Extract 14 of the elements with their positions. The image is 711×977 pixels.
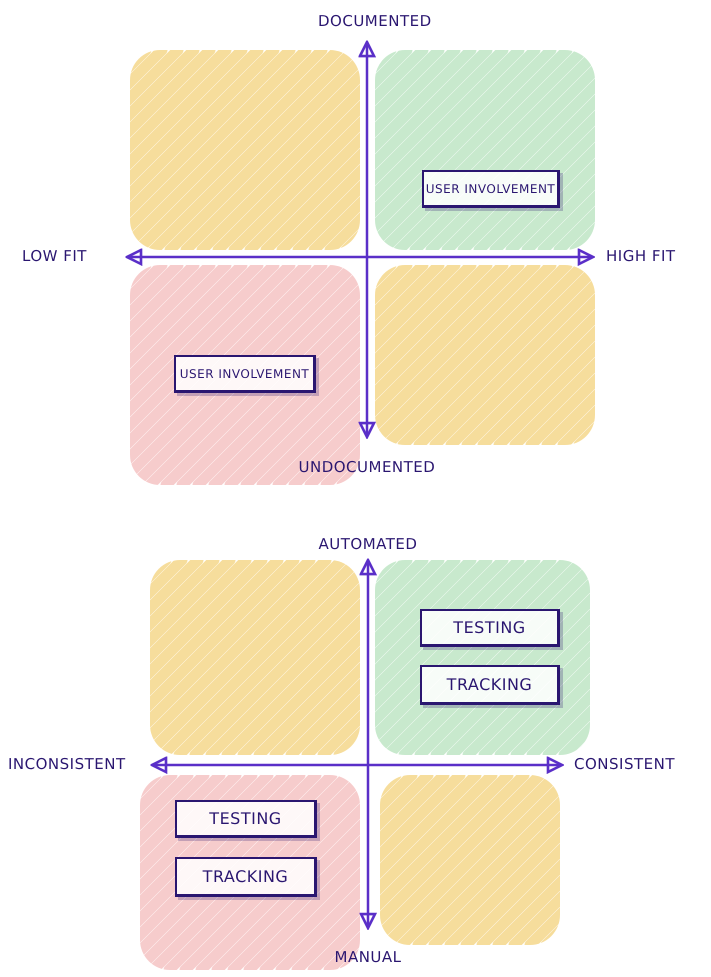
axis-label: INCONSISTENT — [8, 755, 126, 773]
axis-label: AUTOMATED — [318, 535, 418, 553]
label-box: TESTING — [420, 609, 560, 647]
label-box: USER INVOLVEMENT — [422, 170, 560, 208]
axis-label: HIGH FIT — [606, 247, 676, 265]
axis-label: MANUAL — [334, 948, 402, 966]
axis-label: CONSISTENT — [574, 755, 675, 773]
label-box: TESTING — [175, 800, 317, 838]
label-box: TRACKING — [420, 665, 560, 705]
label-box: USER INVOLVEMENT — [174, 355, 316, 393]
axis-label: LOW FIT — [22, 247, 87, 265]
axis-label: DOCUMENTED — [318, 12, 432, 30]
label-box: TRACKING — [175, 857, 317, 897]
axis-label: UNDOCUMENTED — [298, 458, 436, 476]
